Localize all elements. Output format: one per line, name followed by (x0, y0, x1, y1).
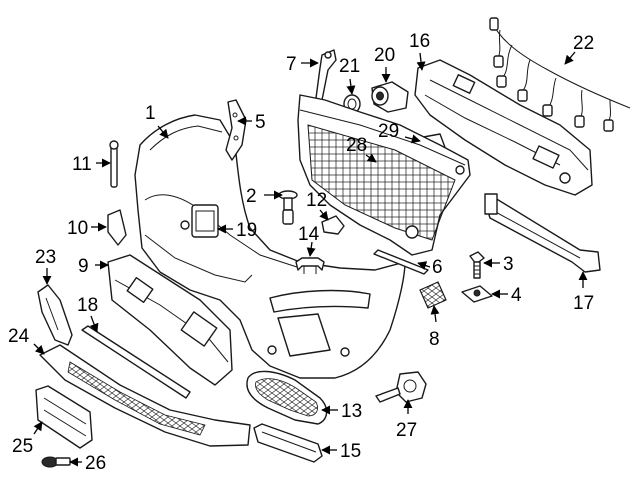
side-clip-10 (107, 209, 127, 246)
callout-25: 25 (12, 436, 33, 457)
callout-22: 22 (573, 33, 594, 54)
callout-14: 14 (298, 224, 320, 245)
callout-2: 2 (246, 186, 257, 207)
rod-11 (109, 140, 119, 188)
callout-8: 8 (429, 329, 440, 350)
lower-grille-24 (39, 344, 251, 447)
nut-plate-4 (461, 285, 493, 303)
upper-grille-frame (297, 94, 471, 256)
callout-19: 19 (236, 220, 257, 241)
callout-11: 11 (72, 154, 92, 175)
cap-12 (321, 215, 345, 235)
callout-26: 26 (85, 453, 106, 474)
screw-26 (41, 456, 71, 468)
callout-3: 3 (503, 254, 514, 275)
trim-strip-6 (373, 249, 429, 275)
callout-16: 16 (409, 31, 430, 52)
callout-12: 12 (306, 190, 327, 211)
callout-24: 24 (8, 326, 30, 347)
lower-strip-18 (81, 325, 191, 399)
bumper-cover (134, 114, 406, 379)
plate-bracket-25 (35, 385, 93, 449)
bracket-7 (315, 49, 337, 101)
callout-9: 9 (78, 256, 89, 277)
callout-27: 27 (396, 420, 417, 441)
push-clip-2 (278, 190, 298, 225)
callout-7: 7 (286, 54, 297, 75)
callout-15: 15 (340, 441, 361, 462)
callout-20: 20 (374, 45, 395, 66)
callout-21: 21 (339, 56, 360, 77)
callout-labels: 1 2 3 4 5 6 7 8 9 10 11 12 13 14 15 16 1 (8, 31, 594, 474)
trim-15 (253, 423, 323, 463)
reinforcement-bar (484, 193, 601, 273)
callout-6: 6 (432, 257, 443, 278)
bolt-3 (469, 251, 485, 279)
callout-18: 18 (77, 295, 98, 316)
callout-29: 29 (378, 121, 399, 142)
upper-carrier (414, 59, 593, 196)
module-19 (191, 204, 219, 238)
fog-grille-13 (246, 370, 328, 425)
parking-sensor-20 (371, 81, 409, 113)
clip-14 (295, 257, 325, 274)
callout-28: 28 (346, 135, 367, 156)
wiring-harness (489, 17, 631, 132)
callout-13: 13 (341, 401, 362, 422)
callout-23: 23 (35, 247, 56, 268)
callout-1: 1 (145, 103, 156, 124)
callout-17: 17 (573, 293, 594, 314)
callout-10: 10 (67, 218, 88, 239)
bracket-5 (225, 99, 247, 161)
callout-4: 4 (511, 285, 522, 306)
energy-absorber-9 (107, 254, 233, 386)
side-bracket-23 (37, 284, 73, 346)
mesh-insert-8 (419, 281, 447, 309)
callout-5: 5 (255, 112, 266, 133)
fog-lamp-27 (375, 371, 427, 403)
